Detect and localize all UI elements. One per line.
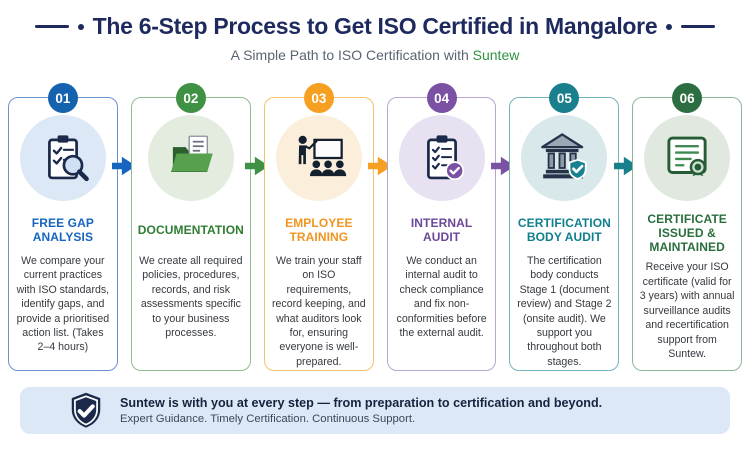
step-description: We conduct an internal audit to check co… [396,255,487,340]
header: The 6-Step Process to Get ISO Certified … [0,0,750,63]
step-icon-circle [398,115,485,201]
brand-name: Suntew [472,47,520,63]
footer-banner: Suntew is with you at every step — from … [20,387,730,434]
step-title: DOCUMENTATION [137,222,244,237]
step-number-badge: 02 [175,83,206,113]
checklist-check-icon [413,129,471,187]
title-deco-dot-left [77,23,84,30]
step-card-6: 06 CERTIFICATE ISSUED & MAINTAINED [632,83,743,371]
bank-shield-icon [535,129,593,187]
title-deco-dot-right [666,23,673,30]
page-subtitle: A Simple Path to ISO Certification with … [0,47,750,63]
step-description: We create all required policies, procedu… [139,255,243,340]
step-title: CERTIFICATION BODY AUDIT [517,215,611,244]
arrow-5-icon [612,154,640,178]
step-number-badge: 01 [47,83,78,113]
title-deco-line-right [681,25,716,28]
title-deco-line-left [34,25,69,28]
footer-headline: Suntew is with you at every step — from … [120,396,603,410]
footer-text: Suntew is with you at every step — from … [120,396,602,425]
step-icon-circle [521,115,608,201]
certificate-ribbon-icon [658,129,716,187]
step-description: We compare your current practices with I… [16,255,110,354]
step-card-2: 02 DOCUMENTATION We create all required … [130,83,251,371]
step-title: CERTIFICATE ISSUED & MAINTAINED [647,212,727,255]
step-card-4: 04 INTERNA [386,83,497,371]
shield-check-icon [67,391,105,431]
step-icon-circle [19,115,106,201]
step-number-badge: 06 [672,83,703,113]
arrow-2-icon [243,154,271,178]
footer-tagline: Expert Guidance. Timely Certification. C… [120,413,416,425]
step-icon-circle [275,115,362,201]
arrow-4-icon [489,154,517,178]
page-title: The 6-Step Process to Get ISO Certified … [92,13,658,39]
step-title: EMPLOYEE TRAINING [285,215,353,244]
steps-row: 01 FREE GAP ANALYSIS We compar [8,83,743,371]
step-title: FREE GAP ANALYSIS [31,215,94,244]
step-number-badge: 03 [303,83,334,113]
step-card-3: 03 EMPLOYEE TRAINING We [263,83,374,371]
step-description: We train your staff on ISO requirements,… [272,255,366,368]
step-card-5: 05 CERTIFICATION BODY A [509,83,620,371]
clipboard-magnifier-icon [34,129,92,187]
arrow-3-icon [366,154,394,178]
step-number-badge: 05 [549,83,580,113]
step-description: Receive your ISO certificate (valid for … [639,261,735,360]
step-number-badge: 04 [426,83,457,113]
step-title: INTERNAL AUDIT [410,215,473,244]
subtitle-text: A Simple Path to ISO Certification with [230,47,469,63]
arrow-1-icon [110,154,138,178]
folder-documents-icon [162,129,220,187]
step-icon-circle [147,115,234,201]
step-card-1: 01 FREE GAP ANALYSIS We compar [8,83,118,371]
trainer-whiteboard-icon [290,129,348,187]
step-description: The certification body conducts Stage 1 … [517,255,612,368]
step-icon-circle [644,115,731,201]
